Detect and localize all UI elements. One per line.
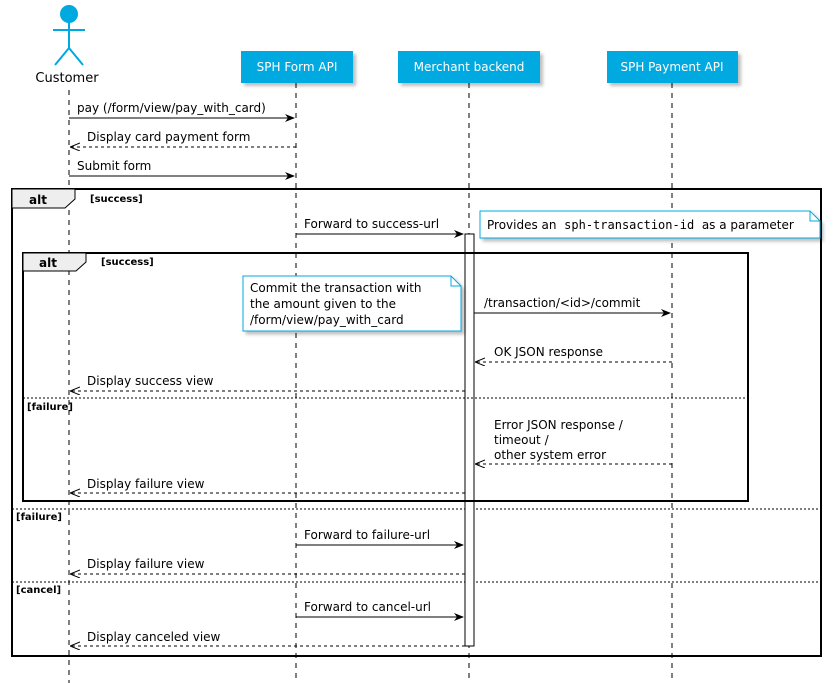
message-ok-json-label: OK JSON response: [494, 345, 603, 359]
message-display-success: Display success view: [71, 374, 465, 391]
participant-customer-label: Customer: [35, 71, 99, 86]
message-display-failure-outer-label: Display failure view: [87, 557, 205, 571]
message-forward-success: Forward to success-url: [296, 217, 464, 238]
note-commit-line1: Commit the transaction with: [250, 281, 422, 295]
message-submit-form-label: Submit form: [77, 159, 151, 173]
note-provides-suffix: as a parameter: [698, 218, 794, 232]
outer-alt-frame: alt [success] [failure] [cancel]: [11, 188, 822, 657]
message-forward-failure: Forward to failure-url: [296, 528, 464, 549]
participant-merchant-label: Merchant backend: [414, 60, 525, 74]
note-commit-line2: the amount given to the: [250, 297, 396, 311]
participant-payment-api: SPH Payment API: [607, 51, 738, 83]
message-display-card-form: Display card payment form: [71, 130, 296, 147]
message-error-line3: other system error: [494, 448, 606, 462]
message-error-json: Error JSON response / timeout / other sy…: [476, 418, 672, 464]
message-forward-success-label: Forward to success-url: [304, 217, 439, 231]
message-pay: pay (/form/view/pay_with_card): [69, 101, 295, 122]
note-commit-line3: /form/view/pay_with_card: [250, 313, 404, 327]
message-forward-cancel-label: Forward to cancel-url: [304, 600, 431, 614]
merchant-activation-bar: [464, 233, 475, 647]
note-provides-prefix: Provides an: [487, 218, 560, 232]
message-pay-label: pay (/form/view/pay_with_card): [77, 101, 266, 115]
message-forward-failure-label: Forward to failure-url: [304, 528, 430, 542]
message-display-canceled-label: Display canceled view: [87, 630, 221, 644]
svg-text:Provides an sph-transac: Provides an sph-transaction-id as a para…: [487, 218, 794, 232]
participant-merchant: Merchant backend: [398, 51, 540, 83]
participant-form-api: SPH Form API: [241, 51, 353, 83]
message-display-failure-inner: Display failure view: [71, 477, 465, 493]
message-ok-json: OK JSON response: [476, 345, 672, 362]
customer-actor-icon: [53, 5, 85, 66]
message-transaction-commit-label: /transaction/<id>/commit: [484, 296, 641, 310]
message-submit-form: Submit form: [69, 159, 295, 180]
participant-form-api-label: SPH Form API: [257, 60, 338, 74]
message-display-card-form-label: Display card payment form: [87, 130, 250, 144]
inner-guard-success: [success]: [101, 257, 154, 268]
outer-alt-keyword: alt: [29, 193, 47, 207]
inner-alt-frame: alt [success] [failure]: [22, 252, 749, 502]
message-error-line1: Error JSON response /: [494, 418, 624, 432]
message-display-failure-inner-label: Display failure view: [87, 477, 205, 491]
note-commit: Commit the transaction with the amount g…: [242, 275, 462, 332]
message-forward-cancel: Forward to cancel-url: [296, 600, 464, 621]
message-display-canceled: Display canceled view: [71, 630, 465, 646]
inner-guard-failure: [failure]: [27, 402, 73, 413]
outer-guard-cancel: [cancel]: [16, 585, 61, 596]
note-provides-code: sph-transaction-id: [564, 218, 694, 232]
message-display-success-label: Display success view: [87, 374, 214, 388]
participant-payment-api-label: SPH Payment API: [620, 60, 723, 74]
outer-guard-success: [success]: [90, 194, 143, 205]
note-provides-id: Provides an sph-transaction-id as a para…: [479, 210, 821, 239]
message-display-failure-outer: Display failure view: [71, 557, 465, 574]
outer-guard-failure: [failure]: [16, 512, 62, 523]
message-transaction-commit: /transaction/<id>/commit: [474, 296, 671, 317]
inner-alt-keyword: alt: [39, 256, 57, 270]
message-error-line2: timeout /: [494, 433, 550, 447]
